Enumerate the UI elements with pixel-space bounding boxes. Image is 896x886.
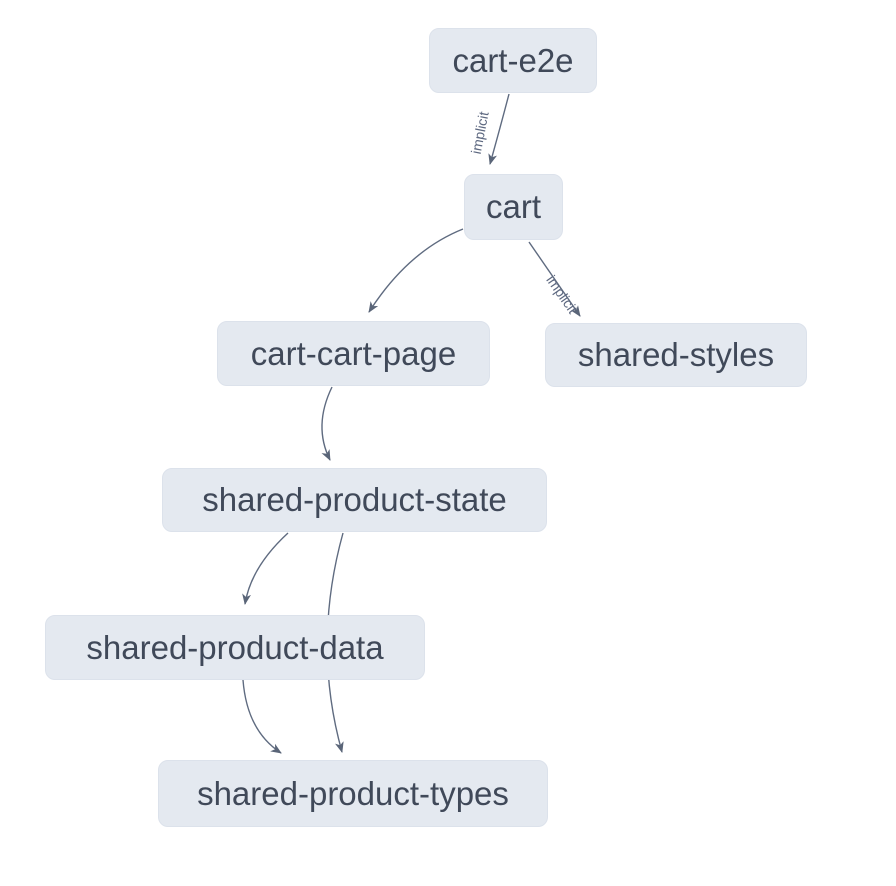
edge-label-implicit-cart-e2e: implicit (468, 110, 492, 155)
edge-cart-cart-page-to-shared-product-state (321, 386, 333, 461)
graph-node-cart[interactable]: cart (464, 174, 563, 240)
edge-shared-product-state-to-shared-product-data (242, 532, 289, 605)
graph-node-shared-product-data[interactable]: shared-product-data (45, 615, 425, 680)
edge-cart-to-shared-styles (528, 241, 581, 317)
edge-shared-product-data-to-shared-product-types (242, 679, 282, 754)
graph-node-cart-e2e[interactable]: cart-e2e (429, 28, 597, 93)
graph-node-shared-product-state[interactable]: shared-product-state (162, 468, 547, 532)
graph-node-shared-product-types[interactable]: shared-product-types (158, 760, 548, 827)
graph-node-cart-cart-page[interactable]: cart-cart-page (217, 321, 490, 386)
edge-cart-e2e-to-cart (488, 93, 510, 165)
graph-node-shared-styles[interactable]: shared-styles (545, 323, 807, 387)
edge-label-implicit-shared-styles: implicit (543, 272, 581, 316)
edge-cart-to-cart-cart-page (368, 228, 464, 313)
